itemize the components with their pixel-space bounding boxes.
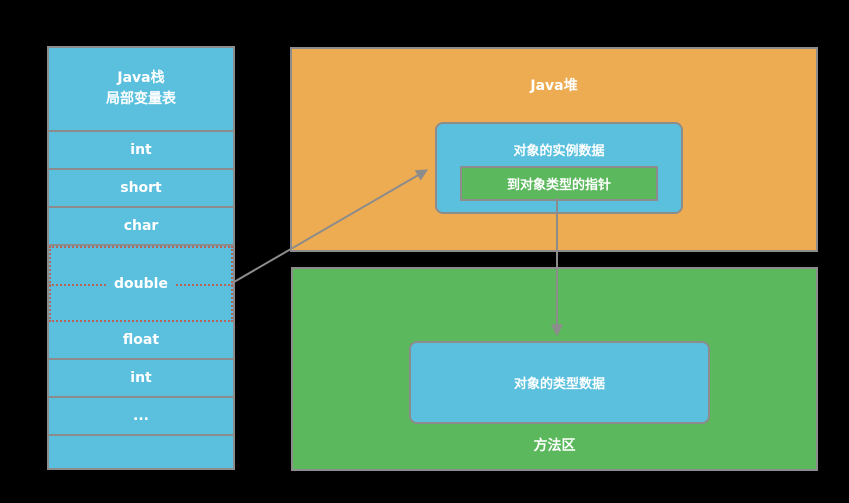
- stack-slot-short[interactable]: short: [49, 170, 233, 208]
- stack-slot-label: ...: [133, 408, 149, 424]
- method-area-title: 方法区: [533, 438, 576, 454]
- object-instance-data-box[interactable]: 对象的实例数据 到对象类型的指针: [435, 122, 683, 214]
- stack-slot-label: double: [108, 276, 174, 292]
- stack-slot-ellipsis[interactable]: ...: [49, 398, 233, 436]
- java-stack-title-line1: Java栈: [117, 70, 165, 86]
- java-stack-panel: Java栈 局部变量表 int short char double float …: [47, 46, 235, 470]
- stack-slot-empty[interactable]: [49, 436, 233, 474]
- object-instance-data-label: 对象的实例数据: [513, 144, 605, 159]
- stack-slot-char[interactable]: char: [49, 208, 233, 246]
- stack-slot-int-1[interactable]: int: [49, 132, 233, 170]
- java-heap-title: Java堆: [530, 78, 578, 94]
- stack-slot-int-2[interactable]: int: [49, 360, 233, 398]
- java-heap-panel: Java堆 对象的实例数据 到对象类型的指针: [290, 47, 818, 252]
- object-type-data-box[interactable]: 对象的类型数据: [409, 341, 710, 424]
- method-area-panel: 对象的类型数据 方法区: [291, 267, 818, 471]
- stack-slot-label: int: [130, 142, 152, 158]
- stack-slot-double-highlighted[interactable]: double: [49, 246, 233, 322]
- stack-slot-label: float: [122, 332, 160, 348]
- object-type-pointer-label: 到对象类型的指针: [506, 178, 611, 193]
- object-type-data-label: 对象的类型数据: [513, 377, 605, 392]
- java-stack-header: Java栈 局部变量表: [49, 48, 233, 132]
- java-stack-title-line2: 局部变量表: [106, 91, 176, 107]
- stack-slot-label: char: [123, 218, 159, 234]
- stack-slot-label: short: [120, 180, 162, 196]
- object-type-pointer-box[interactable]: 到对象类型的指针: [460, 166, 658, 201]
- stack-slot-label: int: [130, 370, 152, 386]
- stack-slot-float[interactable]: float: [49, 322, 233, 360]
